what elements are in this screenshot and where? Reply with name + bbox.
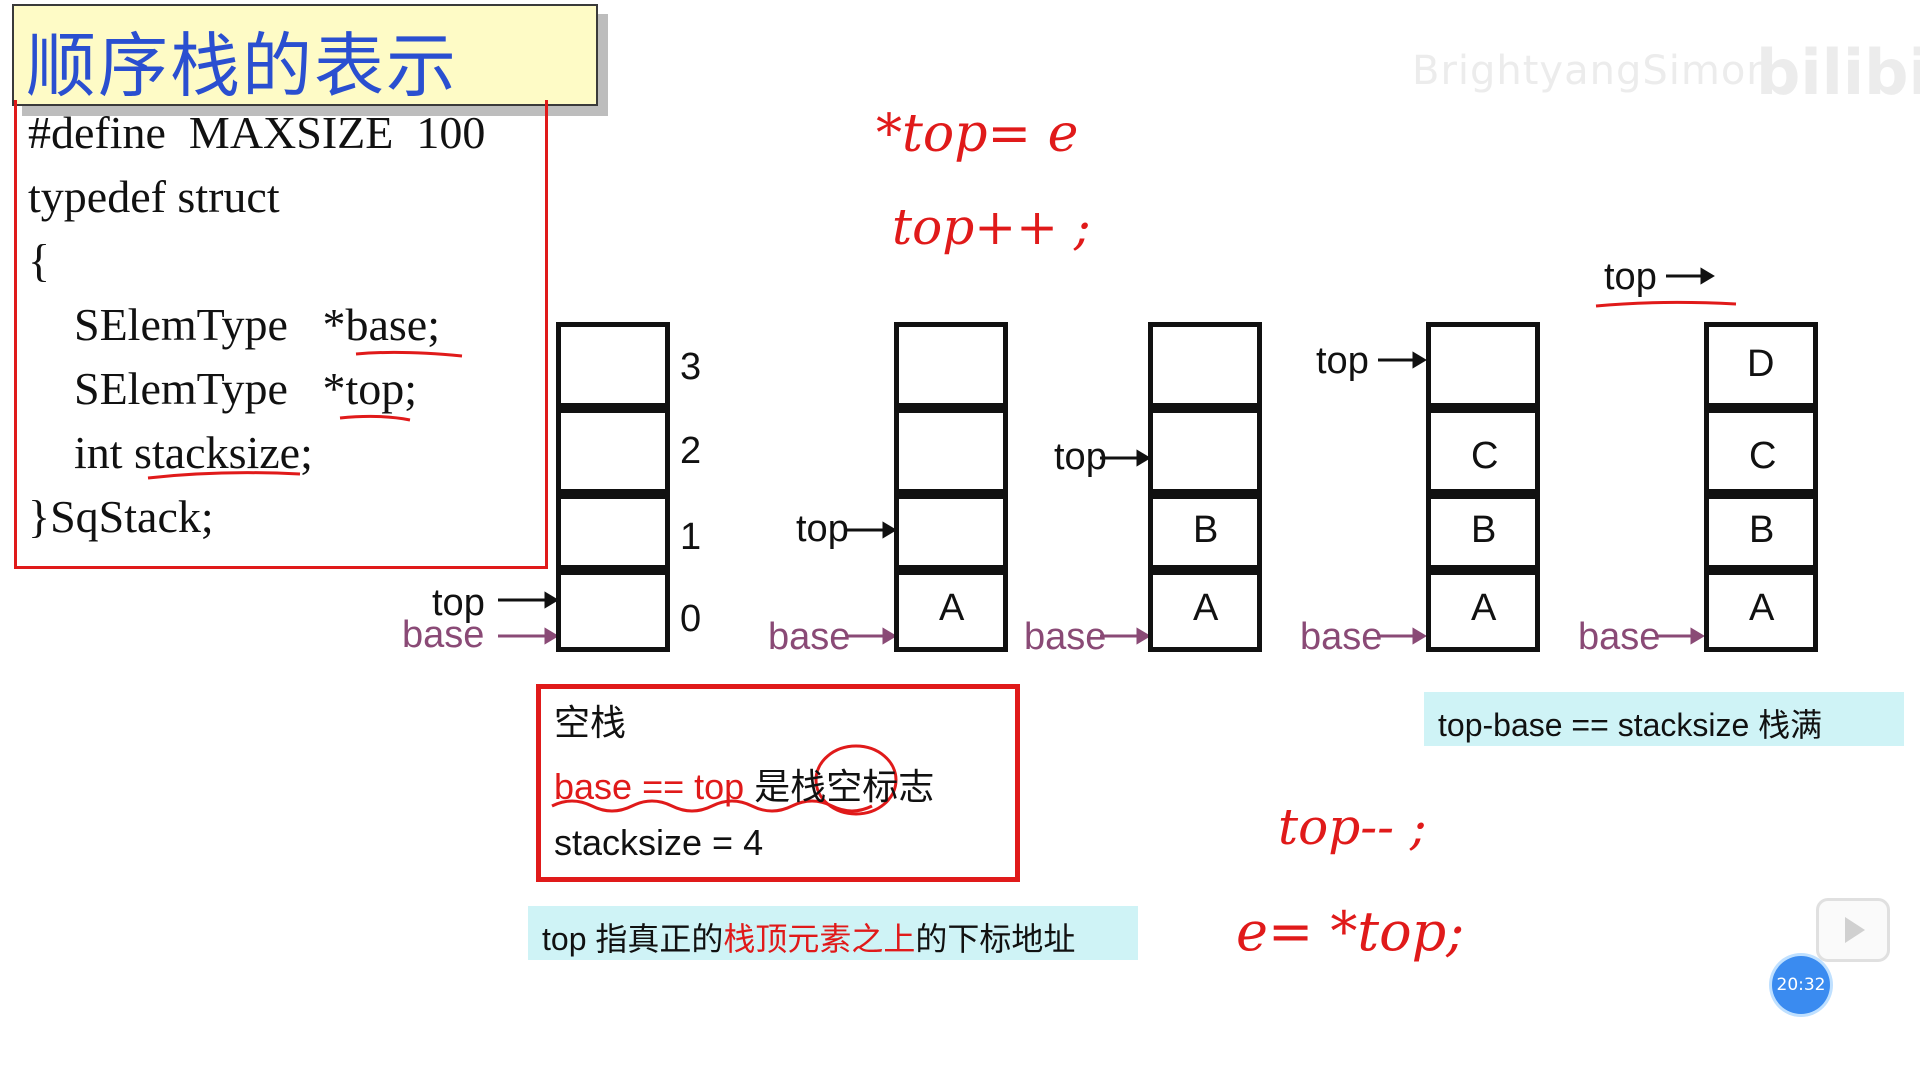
- stack-cell: [894, 494, 1008, 570]
- stack-cell: B: [1148, 494, 1262, 570]
- stack-cell: [894, 322, 1008, 408]
- top-pointer-label: top: [1316, 340, 1369, 382]
- empty-stack-size: stacksize = 4: [554, 822, 764, 863]
- underline-stacksize: [147, 471, 301, 480]
- note-background: [1424, 692, 1904, 746]
- arrow-head: [1136, 627, 1151, 645]
- code-line: typedef struct: [28, 171, 280, 222]
- stack-cell: A: [1148, 570, 1262, 652]
- base-pointer-label: base: [1578, 616, 1661, 658]
- stack-cell: B: [1704, 494, 1818, 570]
- play-icon: [1845, 917, 1865, 943]
- arrow-head: [1412, 627, 1427, 645]
- arrow-head: [882, 521, 897, 539]
- empty-stack-condition: base == top 是栈空标志: [554, 766, 935, 807]
- slide-title: 顺序栈的表示: [26, 25, 458, 107]
- index-label: 1: [680, 516, 702, 558]
- stack-cell: C: [1426, 408, 1540, 494]
- stack-cell: [556, 570, 670, 652]
- note-top-meaning: top 指真正的栈顶元素之上的下标地址: [542, 921, 1076, 957]
- underline-top-label: [1595, 300, 1737, 308]
- top-pointer-label: top: [796, 508, 849, 550]
- note-background: [528, 906, 1138, 960]
- title-box: [12, 4, 598, 106]
- base-pointer-label: base: [1024, 616, 1107, 658]
- index-label: 2: [680, 430, 702, 472]
- base-pointer-label: base: [402, 614, 485, 656]
- code-line: SElemType *base;: [28, 299, 440, 350]
- handwriting-pop-assign: e= *top;: [1236, 900, 1465, 963]
- base-pointer-label: base: [768, 616, 851, 658]
- watermark-text: BrightyangSimon: [1412, 48, 1773, 94]
- wavy-underline: [551, 799, 873, 813]
- stack-cell: [556, 322, 670, 408]
- stack-cell: A: [1426, 570, 1540, 652]
- stack-cell: A: [894, 570, 1008, 652]
- index-label: 0: [680, 598, 702, 640]
- stack-cell: [1148, 322, 1262, 408]
- underline-base: [355, 350, 463, 358]
- base-pointer-label: base: [1300, 616, 1383, 658]
- stack-cell: B: [1426, 494, 1540, 570]
- code-box: [14, 100, 548, 569]
- underline-top: [339, 414, 411, 422]
- empty-stack-title: 空栈: [554, 702, 627, 743]
- arrow-head: [1700, 267, 1715, 285]
- top-pointer-label: top: [1604, 256, 1657, 298]
- handwriting-push-assign: *top= e: [876, 104, 1079, 164]
- arrow-head: [544, 591, 559, 609]
- arrow-head: [1136, 449, 1151, 467]
- stack-cell: [894, 408, 1008, 494]
- playback-timer[interactable]: 20:32: [1772, 956, 1830, 1014]
- arrow-head: [882, 627, 897, 645]
- index-label: 3: [680, 346, 702, 388]
- code-line: #define MAXSIZE 100: [28, 107, 486, 158]
- stack-cell: D: [1704, 322, 1818, 408]
- stack-cell: [556, 408, 670, 494]
- empty-stack-box: [536, 684, 1020, 882]
- stack-cell: [1426, 322, 1540, 408]
- stack-cell: A: [1704, 570, 1818, 652]
- code-line: }SqStack;: [28, 491, 214, 542]
- code-line: {: [28, 235, 51, 286]
- stack-cell: C: [1704, 408, 1818, 494]
- handwriting-pop-decrement: top-- ;: [1278, 798, 1427, 856]
- handwriting-push-increment: top++ ;: [892, 198, 1091, 256]
- note-stack-full: top-base == stacksize 栈满: [1438, 707, 1823, 743]
- top-pointer-label: top: [1054, 436, 1107, 478]
- stack-cell: [556, 494, 670, 570]
- video-player-button[interactable]: [1816, 898, 1890, 962]
- arrow-head: [544, 627, 559, 645]
- arrow-head: [1690, 627, 1705, 645]
- stack-cell: [1148, 408, 1262, 494]
- arrow-head: [1412, 351, 1427, 369]
- bilibili-logo: bilibili: [1756, 36, 1920, 109]
- code-line: int stacksize;: [28, 427, 313, 478]
- circle-mark: [814, 744, 898, 816]
- top-pointer-label: top: [432, 582, 485, 624]
- code-line: SElemType *top;: [28, 363, 418, 414]
